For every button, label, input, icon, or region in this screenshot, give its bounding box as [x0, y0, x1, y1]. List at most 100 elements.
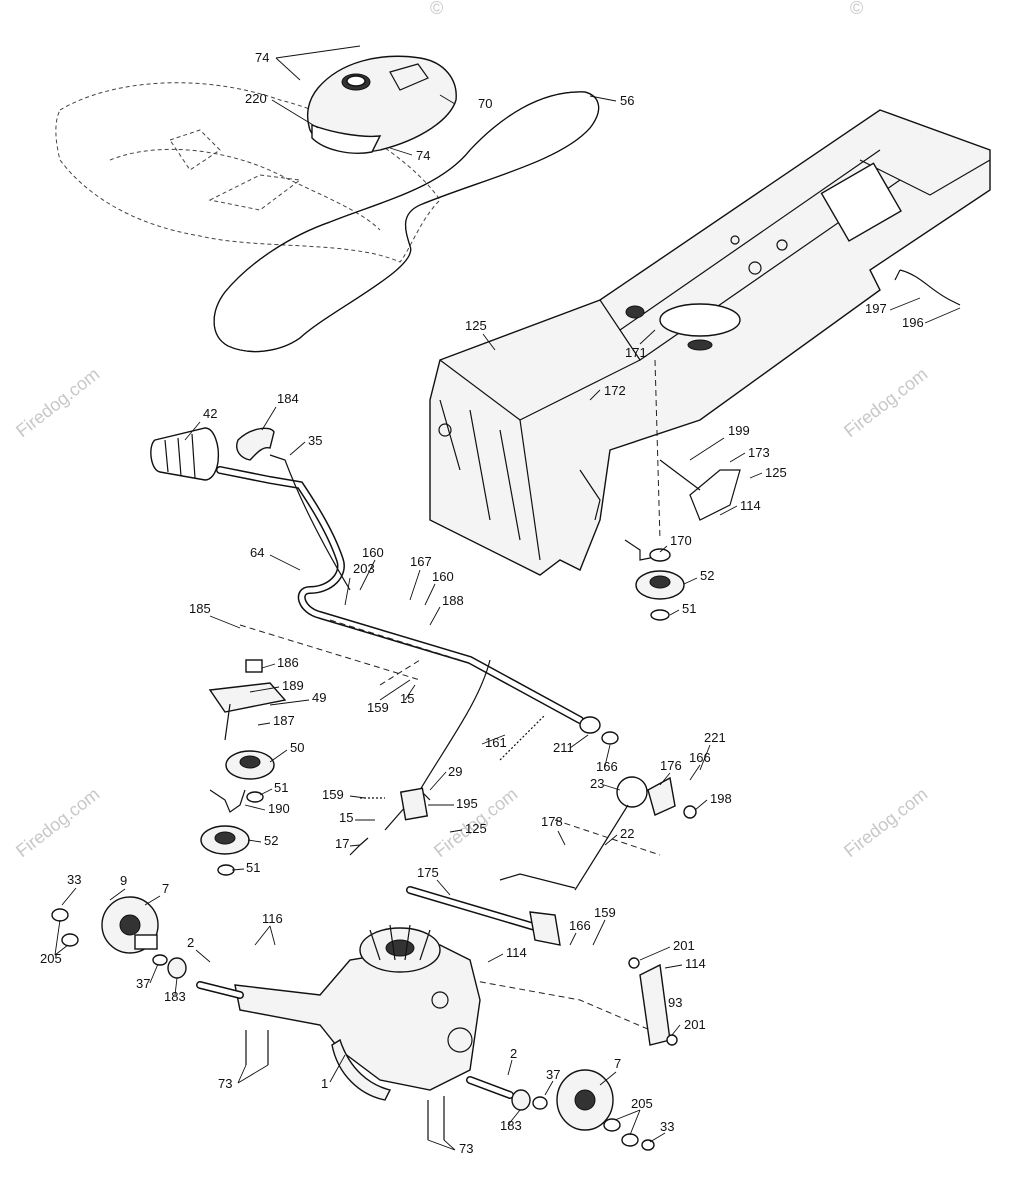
callout-70: 70 [478, 96, 492, 111]
bushings [579, 716, 619, 745]
callout-188: 188 [442, 593, 464, 608]
callout-166-lower: 166 [569, 918, 591, 933]
callout-172: 172 [604, 383, 626, 398]
callout-166-middle: 166 [596, 759, 618, 774]
idler-bracket [659, 459, 741, 521]
callout-187: 187 [273, 713, 295, 728]
corner-watermarks: © © [430, 0, 863, 18]
callout-196: 196 [902, 315, 924, 330]
callout-186: 186 [277, 655, 299, 670]
callout-183-right: 183 [500, 1118, 522, 1133]
callout-197: 197 [865, 301, 887, 316]
callout-2-left: 2 [187, 935, 194, 950]
pulley-right [624, 539, 685, 621]
knob [236, 427, 275, 461]
callout-33-left: 33 [67, 872, 81, 887]
idler-assembly-left [200, 659, 287, 876]
corner-watermark-top-center: © [430, 0, 443, 18]
callout-116: 116 [262, 911, 283, 926]
callout-7-right: 7 [614, 1056, 621, 1071]
callout-15-lower: 15 [339, 810, 353, 825]
callout-171: 171 [625, 345, 647, 360]
callout-185: 185 [189, 601, 211, 616]
watermark-right-lower: Firedog.com [840, 784, 931, 861]
callout-176: 176 [660, 758, 682, 773]
callout-159-lower: 159 [322, 787, 344, 802]
callout-33-right: 33 [660, 1119, 674, 1134]
callout-9: 9 [120, 873, 127, 888]
callout-199: 199 [728, 423, 750, 438]
dash-cover [306, 55, 457, 154]
callout-183-left: 183 [164, 989, 186, 1004]
callout-49: 49 [312, 690, 326, 705]
rod-93 [628, 957, 678, 1046]
callout-221: 221 [704, 730, 726, 745]
gear-lever [499, 776, 697, 891]
callout-170: 170 [670, 533, 692, 548]
callout-52-top: 52 [700, 568, 714, 583]
corner-watermark-top-right: © [850, 0, 863, 18]
callout-1: 1 [321, 1076, 328, 1091]
callout-205-left: 205 [40, 951, 62, 966]
callout-37-right: 37 [546, 1067, 560, 1082]
drive-belt [213, 91, 600, 353]
callout-114-middle: 114 [506, 945, 527, 960]
callout-114-top: 114 [740, 498, 761, 513]
callout-73-left: 73 [218, 1076, 232, 1091]
callout-50: 50 [290, 740, 304, 755]
callout-52-left: 52 [264, 833, 278, 848]
callout-220: 220 [245, 91, 267, 106]
callout-159-right: 159 [594, 905, 616, 920]
callout-189: 189 [282, 678, 304, 693]
callout-114-right: 114 [685, 956, 706, 971]
callout-22: 22 [620, 826, 634, 841]
watermark-left-upper: Firedog.com [12, 364, 103, 441]
callout-205-right: 205 [631, 1096, 653, 1111]
callout-labels: 74 70 220 74 56 125 171 197 196 172 42 1… [40, 50, 924, 1156]
callout-29: 29 [448, 764, 462, 779]
callout-17: 17 [335, 836, 349, 851]
callout-198: 198 [710, 791, 732, 806]
callout-23: 23 [590, 776, 604, 791]
callout-15-upper: 15 [400, 691, 414, 706]
callout-74-bottom: 74 [416, 148, 430, 163]
leader-lines [54, 45, 961, 1151]
rear-bracket [894, 269, 961, 306]
callout-51-top: 51 [682, 601, 696, 616]
callout-167: 167 [410, 554, 432, 569]
callout-73-bottom: 73 [459, 1141, 473, 1156]
hub-left [51, 896, 187, 979]
callout-175: 175 [417, 865, 439, 880]
callout-190: 190 [268, 801, 290, 816]
callout-195: 195 [456, 796, 478, 811]
callout-125-top: 125 [465, 318, 487, 333]
callout-125-right: 125 [765, 465, 787, 480]
callout-173: 173 [748, 445, 770, 460]
callout-159-upper: 159 [367, 700, 389, 715]
seat-shroud-outline [55, 82, 441, 263]
callout-203: 203 [353, 561, 375, 576]
callout-161: 161 [485, 735, 507, 750]
main-frame [429, 109, 991, 576]
transaxle [196, 924, 514, 1140]
callout-160-left: 160 [362, 545, 384, 560]
callout-160-right: 160 [432, 569, 454, 584]
callout-201-top: 201 [673, 938, 695, 953]
callout-211: 211 [553, 740, 574, 755]
callout-201-bottom: 201 [684, 1017, 706, 1032]
callout-178: 178 [541, 814, 563, 829]
callout-37-left: 37 [136, 976, 150, 991]
callout-74-top: 74 [255, 50, 269, 65]
lift-lever [150, 427, 584, 724]
callout-56: 56 [620, 93, 634, 108]
callout-35: 35 [308, 433, 322, 448]
callout-2-right: 2 [510, 1046, 517, 1061]
callout-184: 184 [277, 391, 299, 406]
cross-shaft [406, 886, 561, 946]
callout-51-middle: 51 [274, 780, 288, 795]
callout-93: 93 [668, 995, 682, 1010]
callout-7-left: 7 [162, 881, 169, 896]
hub-right [511, 1069, 655, 1151]
callout-42: 42 [203, 406, 217, 421]
